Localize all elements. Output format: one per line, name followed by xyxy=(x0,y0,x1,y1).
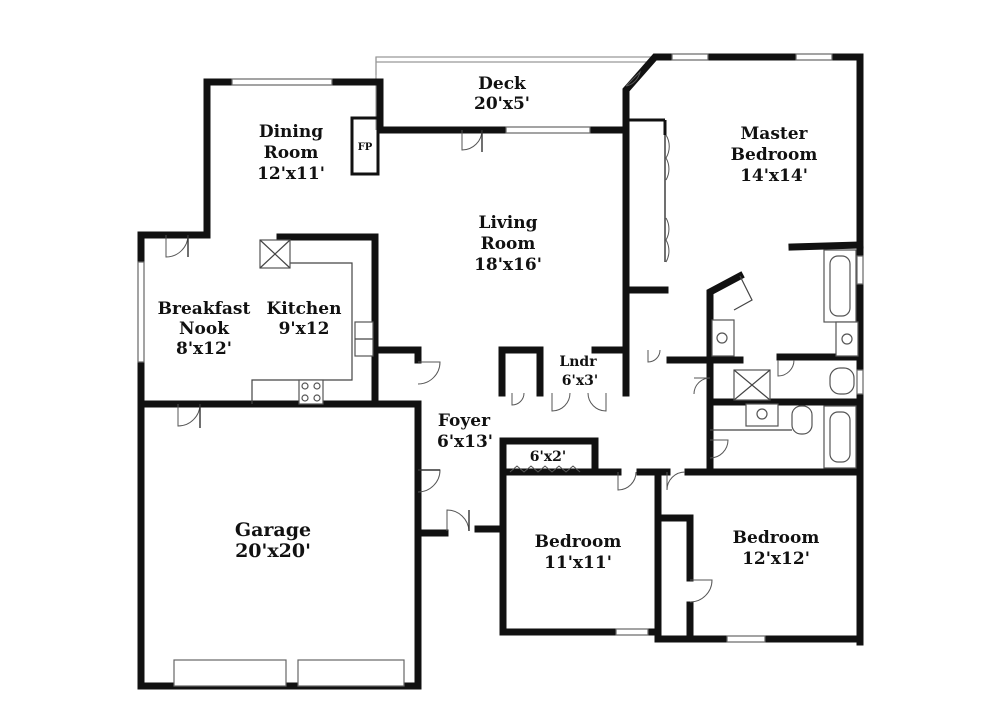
door xyxy=(551,392,607,412)
interior-walls xyxy=(137,116,864,643)
foyer-name: Foyer xyxy=(438,411,491,431)
door xyxy=(647,349,661,363)
door xyxy=(417,361,441,385)
living-dims: 18'x16' xyxy=(474,255,542,275)
dining-dims: 12'x11' xyxy=(257,164,325,184)
window xyxy=(726,635,766,643)
breakfast-name-2: Nook xyxy=(179,319,230,339)
master-name-1: Master xyxy=(740,124,808,144)
dining-name-1: Dining xyxy=(259,122,323,142)
window xyxy=(231,78,333,86)
laundry-dims: 6'x3' xyxy=(562,373,598,389)
deck-name: Deck xyxy=(478,74,527,94)
kitchen-name: Kitchen xyxy=(267,299,342,319)
fixtures xyxy=(251,239,859,469)
foyer-dims: 6'x13' xyxy=(437,432,493,452)
door xyxy=(709,439,729,459)
living-name-1: Living xyxy=(479,213,538,233)
fireplace-label: FP xyxy=(358,142,373,153)
door xyxy=(693,377,711,395)
bedroom3-name: Bedroom xyxy=(733,528,820,548)
deck-dims: 20'x5' xyxy=(474,94,530,114)
breakfast-name-1: Breakfast xyxy=(158,299,251,319)
room-labels: Deck 20'x5' Dining Room 12'x11' FP Maste… xyxy=(158,74,820,573)
door xyxy=(446,509,470,532)
master-name-2: Bedroom xyxy=(731,145,818,165)
garage-name: Garage xyxy=(235,519,311,541)
door xyxy=(617,471,637,491)
toilet xyxy=(829,367,855,395)
garage-door xyxy=(173,659,287,687)
garage-dims: 20'x20' xyxy=(235,540,311,562)
kitchen-dims: 9'x12 xyxy=(279,319,330,339)
bedroom2-name: Bedroom xyxy=(535,532,622,552)
window xyxy=(137,261,145,363)
toilet xyxy=(791,405,813,435)
window xyxy=(505,126,591,134)
bedroom2-dims: 11'x11' xyxy=(544,553,612,573)
window xyxy=(615,628,649,636)
window xyxy=(856,369,864,395)
deck-outline xyxy=(375,56,655,130)
window xyxy=(856,255,864,285)
living-name-2: Room xyxy=(481,234,536,254)
window xyxy=(795,53,833,61)
windows xyxy=(137,53,864,687)
bedroom3-dims: 12'x12' xyxy=(742,549,810,569)
door xyxy=(625,70,641,87)
window xyxy=(671,53,709,61)
door xyxy=(511,392,525,406)
door xyxy=(777,359,795,377)
breakfast-dims: 8'x12' xyxy=(176,339,232,359)
door xyxy=(665,217,670,263)
bifold-door xyxy=(509,465,581,473)
dining-name-2: Room xyxy=(264,143,319,163)
closet-dims: 6'x2' xyxy=(530,449,566,465)
kitchen-counter xyxy=(251,262,353,404)
master-dims: 14'x14' xyxy=(740,166,808,186)
door xyxy=(689,579,713,603)
garage-door xyxy=(297,659,405,687)
doors xyxy=(165,70,795,603)
laundry-name: Lndr xyxy=(559,354,597,370)
door xyxy=(666,471,686,491)
door xyxy=(665,134,670,181)
